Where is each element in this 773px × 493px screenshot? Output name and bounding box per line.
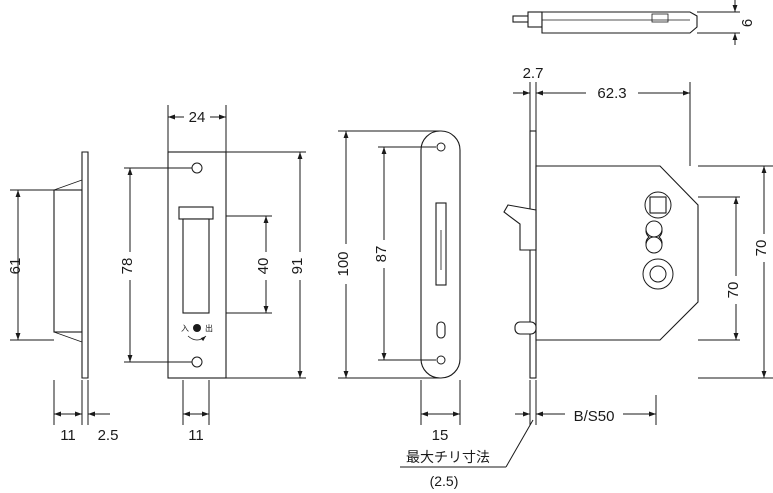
- dim-backset: B/S50: [574, 408, 615, 425]
- lever-knob-icon: [193, 324, 201, 332]
- dim-side-body-height: 70: [753, 240, 770, 257]
- lever-out-label: 出: [205, 323, 213, 333]
- strike-plate-view: 100 87 15: [335, 130, 461, 444]
- dim-side-depth: 62.3: [597, 85, 626, 102]
- dim-side-lower-height: 70: [725, 282, 742, 299]
- clearance-value: (2.5): [430, 473, 459, 489]
- dim-front-bottom-width: 11: [188, 427, 204, 444]
- dim-top-thickness: 6: [739, 19, 756, 27]
- dim-edge-height: 61: [7, 258, 24, 275]
- dim-side-offset: 2.7: [523, 65, 544, 82]
- dim-edge-depth: 11: [60, 427, 76, 444]
- edge-profile-view: 61 11 2.5: [7, 151, 119, 444]
- lock-body-view: 2.7 62.3 70 70 B/S50 最大チリ寸法 (2.5): [400, 65, 773, 489]
- lever-in-label: 入: [181, 324, 189, 333]
- dim-edge-thickness: 2.5: [98, 427, 119, 444]
- dim-front-hole-pitch: 78: [119, 258, 136, 275]
- top-view: 6: [512, 0, 756, 45]
- dim-front-width: 24: [189, 109, 206, 126]
- front-faceplate-view: 入 出 24 78 40 91 11: [119, 105, 308, 444]
- dim-strike-height: 100: [335, 251, 352, 276]
- dim-strike-width: 15: [432, 427, 449, 444]
- clearance-note: 最大チリ寸法: [406, 449, 490, 465]
- dim-front-slot-height: 40: [255, 258, 272, 275]
- dim-strike-hole-pitch: 87: [373, 246, 390, 263]
- dim-front-height: 91: [289, 258, 306, 275]
